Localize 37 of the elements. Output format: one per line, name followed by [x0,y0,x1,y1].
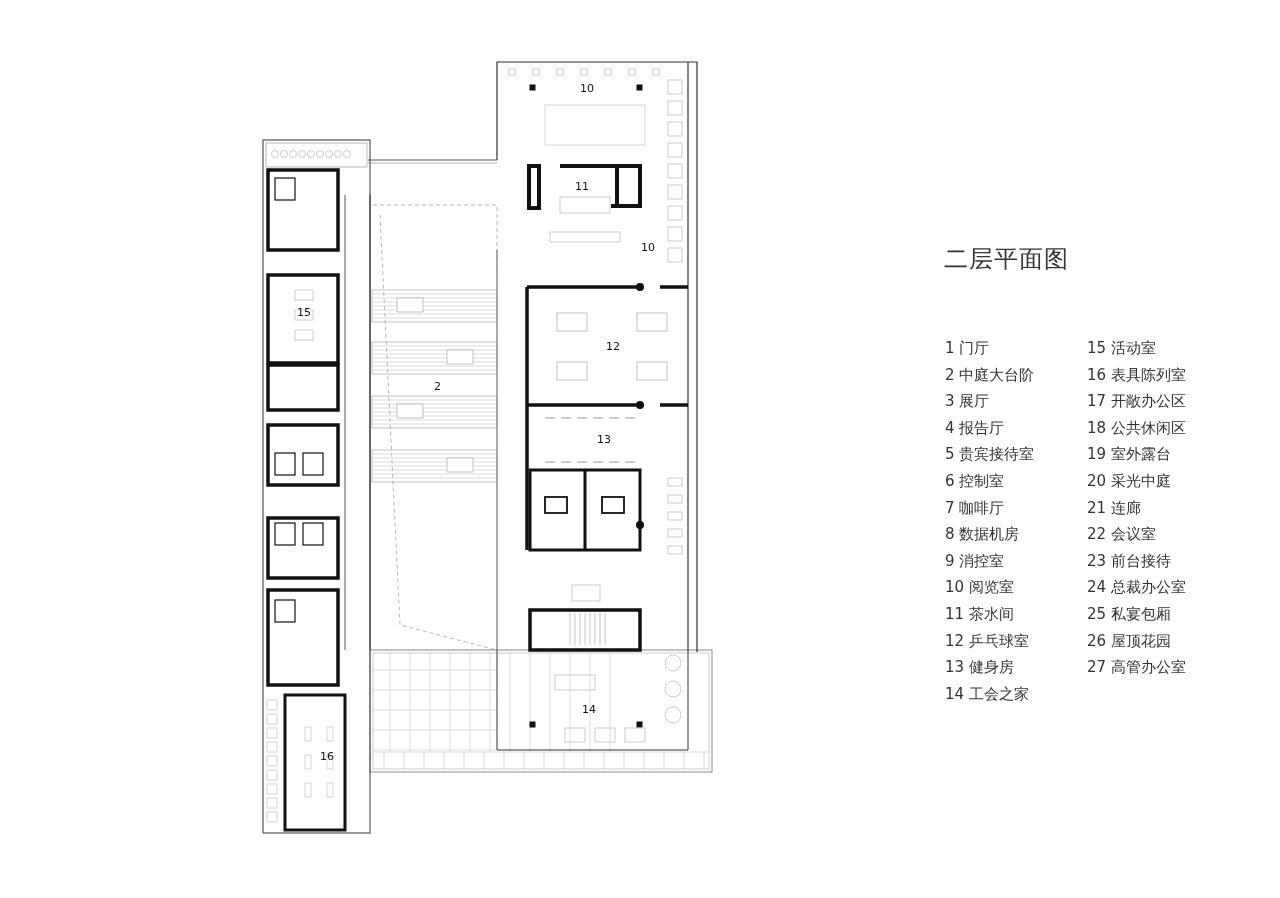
room-number: 10 [641,242,655,253]
room-key-entry: 24 总裁办公室 [1087,580,1186,596]
room-number: 11 [575,181,589,192]
room-key-entry: 16 表具陈列室 [1087,367,1186,383]
room-key-entry: 18 公共休闲区 [1087,420,1186,436]
room-key-entry: 20 采光中庭 [1087,474,1171,489]
room-number: 12 [606,341,620,352]
room-key-entry: 26 屋顶花园 [1087,633,1171,649]
room-key-entry: 6 控制室 [945,474,1005,489]
room-key-entry: 9 消控室 [945,553,1005,569]
room-key-entry: 27 高管办公室 [1087,660,1186,676]
room-key-entry: 25 私宴包厢 [1087,607,1171,622]
room-key-entry: 19 室外露台 [1087,447,1171,463]
room-key-entry: 22 会议室 [1087,527,1156,543]
room-key-entry: 21 连廊 [1087,500,1141,516]
room-key-entry: 7 咖啡厅 [945,500,1005,516]
room-key-entry: 13 健身房 [945,660,1014,676]
room-key-entry: 17 开敞办公区 [1087,394,1186,410]
plan-title: 二层平面图 [944,247,1069,271]
room-key-entry: 10 阅览室 [945,580,1014,596]
room-key-entry: 15 活动室 [1087,341,1156,356]
room-key-entry: 23 前台接待 [1087,553,1171,569]
room-number: 14 [582,704,596,715]
room-key-entry: 2 中庭大台阶 [945,367,1035,383]
room-key-entry: 14 工会之家 [945,686,1029,702]
room-key-entry: 1 门厅 [945,341,990,356]
room-key-entry: 5 贵宾接待室 [945,447,1035,463]
room-number: 16 [320,751,334,762]
room-number: 10 [580,83,594,94]
room-number: 15 [297,307,311,318]
room-key-entry: 3 展厅 [945,394,990,410]
room-number: 13 [597,434,611,445]
room-key-entry: 8 数据机房 [945,527,1020,543]
room-number: 2 [434,381,441,392]
room-key-entry: 12 乒乓球室 [945,633,1029,649]
room-key-entry: 11 茶水间 [945,607,1014,622]
room-key-entry: 4 报告厅 [945,420,1005,436]
